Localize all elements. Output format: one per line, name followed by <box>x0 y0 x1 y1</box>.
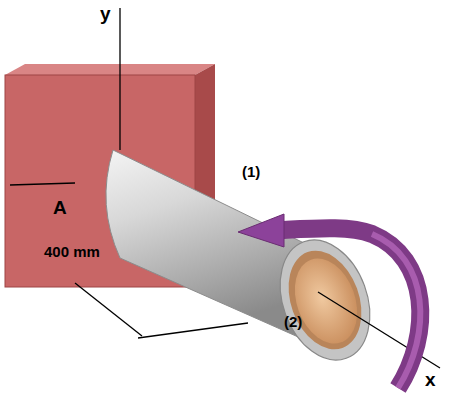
dimension-label: 400 mm <box>44 244 100 261</box>
axis-label: x <box>425 370 436 391</box>
tube-end <box>264 227 385 372</box>
torque-arrow <box>282 228 420 388</box>
part-label: (1) <box>242 164 260 181</box>
point-label: A <box>53 198 67 219</box>
part-label: (2) <box>284 314 302 331</box>
point-marker <box>10 183 75 185</box>
torque-highlight <box>372 234 420 388</box>
torque-arrowhead <box>238 214 284 247</box>
wall-top <box>5 64 215 75</box>
dimension-line <box>138 323 248 338</box>
dimension-line <box>75 283 142 336</box>
tube-body <box>106 150 306 340</box>
core-ring <box>276 240 375 359</box>
y-axis <box>119 8 120 150</box>
axis-label: y <box>100 4 111 25</box>
copper-core <box>284 250 369 353</box>
